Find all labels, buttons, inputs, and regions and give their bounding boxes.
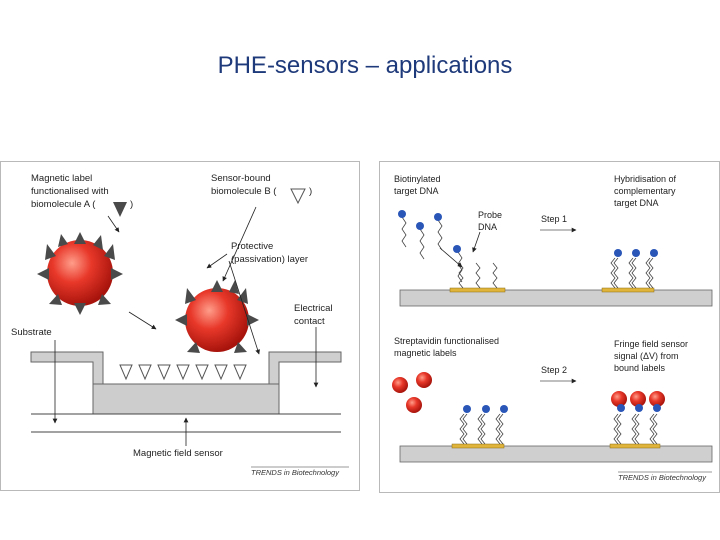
label-magnetic-labels: magnetic labels xyxy=(394,348,457,358)
label-passivation-layer: (passivation) layer xyxy=(231,254,308,265)
figure-magnetic-label-sensor: Magnetic label functionalised with biomo… xyxy=(0,161,360,491)
free-magnetic-labels xyxy=(392,372,432,413)
label-biomolecule-a-close: ) xyxy=(130,199,133,210)
hybridised-dna-top xyxy=(610,249,658,289)
label-fringe-field: Fringe field sensor xyxy=(614,339,688,349)
probe-dna-top xyxy=(458,262,498,289)
sensor-block xyxy=(92,383,280,415)
bound-magnetic-labels xyxy=(611,391,665,445)
magnetic-bead-bound xyxy=(175,280,259,353)
label-signal-dv: signal (ΔV) from xyxy=(614,351,679,361)
label-streptavidin: Streptavidin functionalised xyxy=(394,336,499,346)
label-target-dna-2: target DNA xyxy=(614,198,659,208)
label-biomolecule-b: biomolecule B ( xyxy=(211,186,277,197)
sensor-bound-molecules xyxy=(119,364,247,381)
label-biomolecule-b-close: ) xyxy=(309,186,312,197)
gold-contact-top-right xyxy=(601,287,655,293)
label-biotinylated: Biotinylated xyxy=(394,174,441,184)
label-functionalised-with: functionalised with xyxy=(31,186,109,197)
biomolecule-a-triangle-icon xyxy=(113,202,127,217)
label-hybridisation: Hybridisation of xyxy=(614,174,677,184)
label-step2: Step 2 xyxy=(541,365,567,375)
credit-trends-right: TRENDS in Biotechnology xyxy=(618,473,707,482)
label-contact: contact xyxy=(294,316,325,327)
figure-dna-hybridisation: Biotinylated target DNA Probe DNA Step 1… xyxy=(379,161,720,493)
gold-contact-top-left xyxy=(449,287,506,293)
label-protective: Protective xyxy=(231,241,273,252)
biomolecule-b-triangle-icon xyxy=(290,188,306,205)
gold-contact-bottom-right xyxy=(609,443,661,449)
label-complementary: complementary xyxy=(614,186,676,196)
label-magnetic-label: Magnetic label xyxy=(31,173,92,184)
substrate-top xyxy=(399,289,713,307)
label-target-dna: target DNA xyxy=(394,186,439,196)
label-step1: Step 1 xyxy=(541,214,567,224)
gold-contact-bottom-left xyxy=(451,443,505,449)
label-magnetic-field-sensor: Magnetic field sensor xyxy=(133,448,223,459)
free-target-dna xyxy=(398,210,463,283)
hybridised-dna-bottom-left xyxy=(459,405,508,445)
label-sensor-bound: Sensor-bound xyxy=(211,173,271,184)
label-biomolecule-a: biomolecule A ( xyxy=(31,199,96,210)
label-substrate: Substrate xyxy=(11,327,52,338)
slide-title: PHE-sensors – applications xyxy=(217,52,513,79)
label-electrical: Electrical xyxy=(294,303,333,314)
magnetic-bead-free xyxy=(37,232,123,315)
credit-trends: TRENDS in Biotechnology xyxy=(251,468,340,477)
label-bound-labels: bound labels xyxy=(614,363,666,373)
substrate-bottom xyxy=(399,445,713,463)
label-probe-dna: DNA xyxy=(478,222,497,232)
label-probe: Probe xyxy=(478,210,502,220)
